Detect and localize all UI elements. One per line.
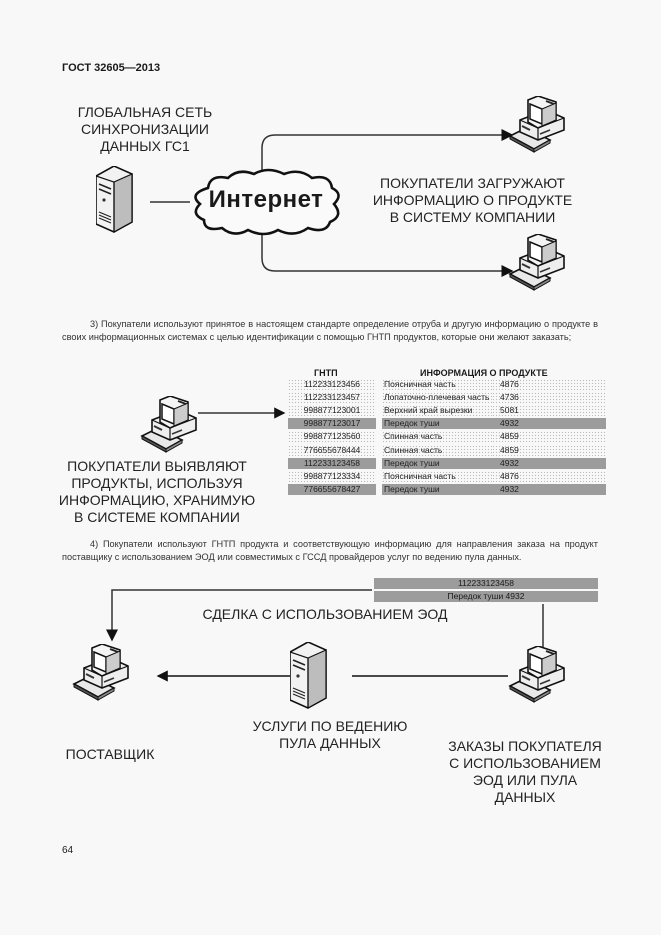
computer-icon [509, 234, 565, 291]
label-line: УСЛУГИ ПО ВЕДЕНИЮ [252, 718, 408, 734]
document-id: ГОСТ 32605—2013 [62, 62, 161, 74]
label-line: ЭОД ИЛИ ПУЛА [472, 772, 578, 788]
product-name-cell: Лопаточно-плечевая часть [382, 392, 494, 404]
gtin-cell: 998877123001 [288, 405, 376, 417]
edi-deal-label: СДЕЛКА С ИСПОЛЬЗОВАНИЕМ ЭОД [202, 606, 448, 622]
product-name-cell: Верхний край вырезки [382, 405, 494, 417]
product-name-cell: Передок туши [382, 457, 494, 469]
gtin-cell: 998877123334 [288, 470, 376, 482]
label-line: ПОКУПАТЕЛИ ВЫЯВЛЯЮТ [67, 458, 247, 474]
buyers-upload-label: ПОКУПАТЕЛИ ЗАГРУЖАЮТ ИНФОРМАЦИЮ О ПРОДУК… [365, 175, 580, 226]
computer-icon [141, 396, 197, 453]
label-line: ДАННЫХ [494, 789, 556, 805]
product-name-cell: Поясничная часть [382, 470, 494, 482]
label-line: ПРОДУКТЫ, ИСПОЛЬЗУЯ [71, 475, 243, 491]
paragraph-4-text: 4) Покупатели используют ГНТП продукта и… [62, 539, 598, 562]
label-line: ИНФОРМАЦИЮ, ХРАНИМУЮ [58, 492, 256, 508]
label-line: ЗАКАЗЫ ПОКУПАТЕЛЯ [448, 738, 602, 754]
label-line: ПОКУПАТЕЛИ ЗАГРУЖАЮТ [380, 175, 565, 191]
gtin-cell: 998877123017 [288, 418, 376, 430]
internet-cloud: Интернет [188, 166, 344, 238]
product-code-cell: 5081 [492, 405, 606, 417]
supplier-label: ПОСТАВЩИК [65, 746, 155, 762]
gtin-cell: 112233123457 [288, 392, 376, 404]
order-gtin-box: 112233123458 [374, 578, 598, 589]
product-code-cell: 4859 [492, 431, 606, 443]
gtin-cell: 112233123456 [288, 379, 376, 390]
label-line: ПУЛА ДАННЫХ [279, 735, 381, 751]
network-label-line: СИНХРОНИЗАЦИИ [81, 121, 209, 137]
cloud-icon [194, 168, 340, 236]
label-line: В СИСТЕМЕ КОМПАНИИ [73, 509, 240, 525]
product-code-cell: 4932 [492, 418, 606, 430]
gtin-cell: 776655678427 [288, 483, 376, 495]
gtin-cell: 776655678444 [288, 444, 376, 456]
order-item-box: Передок туши 4932 [374, 591, 598, 602]
computer-icon [509, 646, 565, 703]
paragraph-3: 3) Покупатели используют принятое в наст… [62, 318, 598, 344]
paragraph-4: 4) Покупатели используют ГНТП продукта и… [62, 538, 598, 564]
product-name-cell: Поясничная часть [382, 379, 494, 390]
gtin-cell: 112233123458 [288, 457, 376, 469]
label-line: ИНФОРМАЦИЮ О ПРОДУКТЕ [372, 192, 573, 208]
computer-icon [73, 644, 129, 701]
network-label-line: ГЛОБАЛЬНАЯ СЕТЬ [77, 104, 213, 120]
product-code-cell: 4876 [492, 470, 606, 482]
product-code-cell: 4932 [492, 483, 606, 495]
buyers-identify-label: ПОКУПАТЕЛИ ВЫЯВЛЯЮТ ПРОДУКТЫ, ИСПОЛЬЗУЯ … [48, 458, 266, 526]
network-label-line: ДАННЫХ ГС1 [100, 138, 190, 154]
label-line: С ИСПОЛЬЗОВАНИЕМ [449, 755, 601, 771]
server-icon [96, 166, 133, 233]
page-number: 64 [62, 845, 74, 856]
product-name-cell: Передок туши [382, 483, 494, 495]
table-header-info: ИНФОРМАЦИЯ О ПРОДУКТЕ [420, 368, 548, 378]
product-code-cell: 4876 [492, 379, 606, 390]
table-header-gtin: ГНТП [314, 368, 338, 378]
buyer-orders-label: ЗАКАЗЫ ПОКУПАТЕЛЯ С ИСПОЛЬЗОВАНИЕМ ЭОД И… [440, 738, 610, 806]
paragraph-3-text: 3) Покупатели используют принятое в наст… [62, 319, 598, 342]
product-name-cell: Спинная часть [382, 444, 494, 456]
gtin-cell: 998877123560 [288, 431, 376, 443]
computer-icon [509, 96, 565, 153]
server-icon [290, 642, 327, 709]
product-code-cell: 4932 [492, 457, 606, 469]
cloud-label: Интернет [208, 186, 324, 213]
product-name-cell: Спинная часть [382, 431, 494, 443]
product-name-cell: Передок туши [382, 418, 494, 430]
product-code-cell: 4736 [492, 392, 606, 404]
product-code-cell: 4859 [492, 444, 606, 456]
data-pool-label: УСЛУГИ ПО ВЕДЕНИЮ ПУЛА ДАННЫХ [230, 718, 430, 752]
label-line: В СИСТЕМУ КОМПАНИИ [389, 209, 556, 225]
network-label: ГЛОБАЛЬНАЯ СЕТЬ СИНХРОНИЗАЦИИ ДАННЫХ ГС1 [60, 104, 230, 155]
